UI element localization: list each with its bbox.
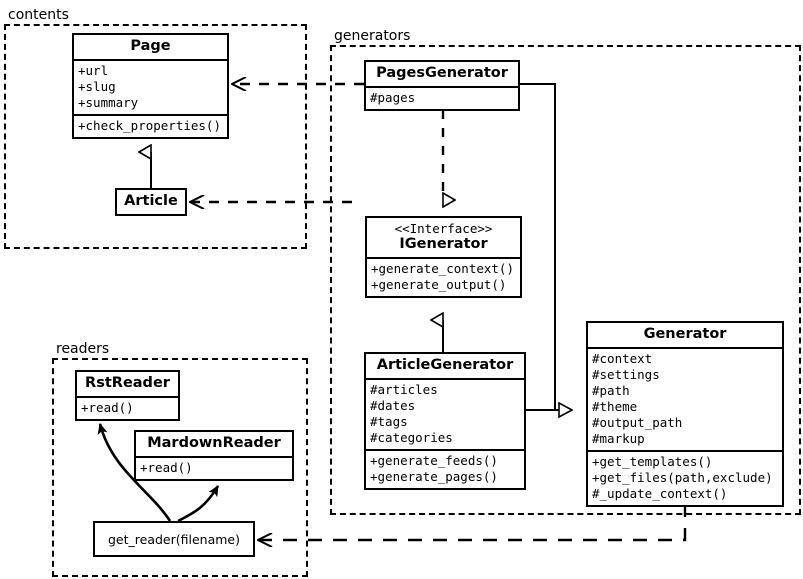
package-generators	[330, 45, 801, 515]
method: +generate_feeds()	[370, 453, 498, 468]
attribute: #articles	[370, 382, 438, 397]
attribute: +summary	[78, 95, 139, 110]
method: +get_files(path,exclude)	[592, 470, 773, 485]
class-generator-attributes: #context #settings #path #theme #output_…	[588, 347, 782, 450]
class-page-attributes: +url +slug +summary	[74, 59, 227, 114]
rel-getreader-rstreader	[97, 423, 172, 522]
class-article-title: Article	[124, 193, 178, 209]
method: +read()	[140, 460, 193, 475]
class-generator-methods: +get_templates() +get_files(path,exclude…	[588, 450, 782, 505]
package-readers	[52, 358, 308, 577]
node-get-reader[interactable]: get_reader(filename)	[93, 521, 255, 557]
class-rstreader-methods: +read()	[77, 396, 178, 419]
class-articlegenerator-attributes: #articles #dates #tags #categories	[366, 378, 524, 449]
class-igenerator-name: IGenerator	[399, 236, 488, 252]
class-pagesgenerator-title: PagesGenerator	[376, 65, 508, 81]
rel-generators-generator	[520, 83, 572, 410]
attribute: #settings	[592, 367, 660, 382]
class-igenerator-methods: +generate_context() +generate_output()	[367, 257, 520, 296]
attribute: #dates	[370, 398, 416, 413]
node-get-reader-label: get_reader(filename)	[108, 531, 240, 547]
class-generator[interactable]: Generator #context #settings #path #them…	[586, 321, 784, 507]
attribute: +slug	[78, 79, 116, 94]
class-page-methods: +check_properties()	[74, 114, 227, 137]
package-contents	[4, 24, 307, 249]
class-rstreader-title: RstReader	[85, 375, 170, 391]
rel-generator-getreader	[258, 503, 687, 540]
rel-getreader-mardownreader	[177, 485, 220, 523]
attribute: #path	[592, 383, 630, 398]
class-igenerator-stereotype: <<Interface>>	[394, 221, 493, 236]
class-igenerator-title: <<Interface>> IGenerator	[367, 218, 520, 257]
class-article[interactable]: Article	[115, 188, 187, 216]
package-label-generators: generators	[332, 28, 413, 44]
attribute: #categories	[370, 430, 453, 445]
attribute: +url	[78, 63, 109, 78]
class-page[interactable]: Page +url +slug +summary +check_properti…	[72, 33, 229, 139]
class-page-title: Page	[130, 38, 171, 54]
class-articlegenerator-methods: +generate_feeds() +generate_pages()	[366, 449, 524, 488]
attribute: #markup	[592, 431, 645, 446]
class-articlegenerator-title: ArticleGenerator	[376, 357, 514, 373]
method: +get_templates()	[592, 454, 713, 469]
class-mardownreader-title: MardownReader	[147, 435, 281, 451]
class-pagesgenerator-attributes: #pages	[366, 86, 518, 109]
attribute: #pages	[370, 90, 416, 105]
method: +check_properties()	[78, 118, 221, 133]
class-rstreader[interactable]: RstReader +read()	[75, 370, 180, 421]
method: +generate_output()	[371, 277, 507, 292]
package-label-readers: readers	[54, 341, 112, 357]
package-label-contents: contents	[6, 7, 71, 23]
class-mardownreader-methods: +read()	[136, 456, 292, 479]
class-generator-title: Generator	[643, 326, 727, 342]
method: +read()	[81, 400, 134, 415]
class-mardownreader[interactable]: MardownReader +read()	[134, 430, 294, 481]
attribute: #tags	[370, 414, 408, 429]
attribute: #output_path	[592, 415, 683, 430]
class-pagesgenerator[interactable]: PagesGenerator #pages	[364, 60, 520, 111]
method: +generate_pages()	[370, 469, 498, 484]
attribute: #context	[592, 351, 653, 366]
class-articlegenerator[interactable]: ArticleGenerator #articles #dates #tags …	[364, 352, 526, 490]
attribute: #theme	[592, 399, 638, 414]
method: #_update_context()	[592, 486, 728, 501]
method: +generate_context()	[371, 261, 514, 276]
class-igenerator[interactable]: <<Interface>> IGenerator +generate_conte…	[365, 216, 522, 298]
